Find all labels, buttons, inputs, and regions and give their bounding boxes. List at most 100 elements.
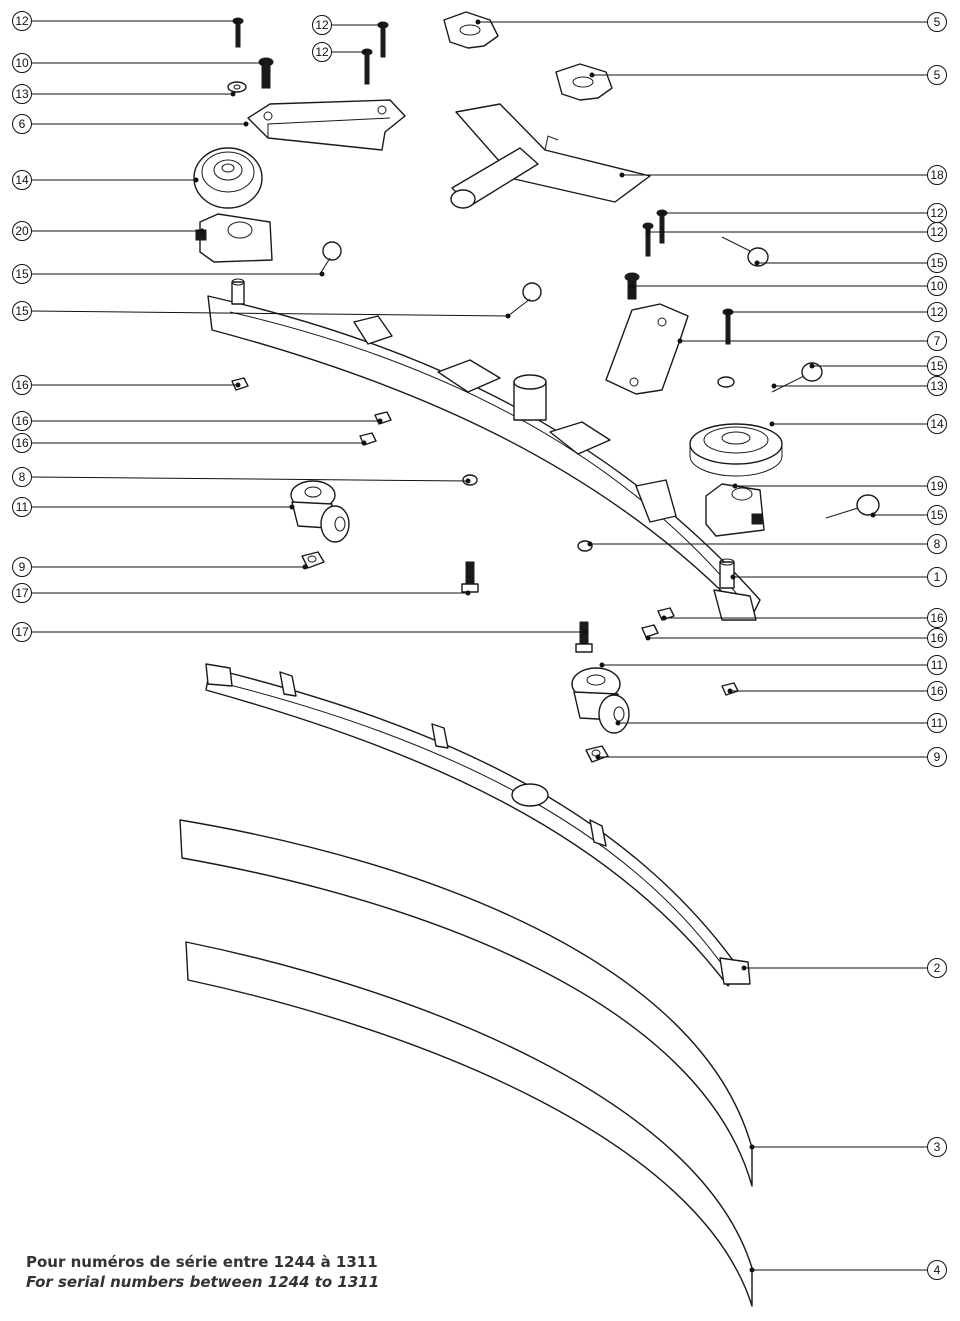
callout-leader-dot [741,965,747,971]
callout-8: 8 [12,467,471,487]
callout-20: 20 [12,221,205,241]
callout-leader-dot [361,440,367,446]
callout-circle [927,414,947,434]
callout-17: 17 [12,583,471,603]
callout-leader-dot [645,229,651,235]
callout-number: 15 [930,508,944,522]
blade-part-4 [185,941,753,1307]
callout-number: 9 [19,560,26,574]
callout-circle [12,170,32,190]
callout-circle [12,497,32,517]
callout-number: 16 [930,611,944,625]
callout-leader-dot [754,260,760,266]
callout-number: 16 [930,684,944,698]
callout-12: 12 [645,222,947,242]
callout-circle [12,53,32,73]
callout-circle [12,11,32,31]
callout-number: 15 [930,256,944,270]
callout-number: 13 [15,87,29,101]
callout-leader-line [31,310,509,317]
pin-part-15-e [825,494,880,519]
callout-number: 10 [930,279,944,293]
callout-18: 18 [619,165,947,185]
callout-leader-dot [193,177,199,183]
callout-11: 11 [599,655,947,675]
parts-illustration [179,11,880,1307]
caption-english: For serial numbers between 1244 to 1311 [26,1273,380,1291]
callout-number: 7 [934,334,941,348]
callout-4: 4 [749,1260,947,1280]
washer-part-13-right [717,376,735,388]
lower-frame-part-2 [205,663,751,987]
callout-leader-dot [465,590,471,596]
callout-circle [12,221,32,241]
wheel-part-14-right [689,423,783,477]
callout-circle [927,356,947,376]
knob-part-5-a [443,11,499,49]
callout-number: 4 [934,1263,941,1277]
callout-10: 10 [629,276,947,296]
callout-15: 15 [12,301,511,321]
callout-9: 9 [595,747,947,767]
callout-circle [12,467,32,487]
callout-leader-dot [302,564,308,570]
callout-circle [927,747,947,767]
callout-circle [12,622,32,642]
callout-number: 16 [15,378,29,392]
callout-16: 16 [645,628,947,648]
callout-5: 5 [589,65,947,85]
callout-circle [927,505,947,525]
clamp-block-part-20 [195,213,273,263]
callout-number: 3 [934,1140,941,1154]
callout-leader-dot [749,1267,755,1273]
callout-leader-dot [629,283,635,289]
callout-leader-dot [199,228,205,234]
callout-leader-dot [259,60,265,66]
callout-16: 16 [727,681,947,701]
callout-16: 16 [661,608,947,628]
callout-circle [927,713,947,733]
callout-circle [927,12,947,32]
bolt-part-12-e [642,222,654,257]
callout-number: 18 [930,168,944,182]
callout-15: 15 [809,356,947,376]
callout-19: 19 [732,476,947,496]
callout-number: 12 [930,206,944,220]
callout-leader-dot [771,383,777,389]
callout-10: 10 [12,53,265,73]
caption-french: Pour numéros de série entre 1244 à 1311 [26,1253,378,1271]
callout-leader-dot [589,72,595,78]
callout-circle [312,42,332,62]
callout-leader-dot [289,504,295,510]
callout-circle [12,583,32,603]
callout-leader-dot [615,720,621,726]
screw-part-10-right [624,272,640,300]
callout-number: 14 [15,173,29,187]
main-frame-part-1 [207,278,761,621]
callout-leader-dot [319,271,325,277]
callout-circle [927,681,947,701]
callout-leader-dot [725,309,731,315]
serial-number-caption: Pour numéros de série entre 1244 à 1311 … [26,1252,379,1292]
callout-number: 1 [934,570,941,584]
callout-16: 16 [12,375,241,395]
clamp-block-part-19 [705,483,765,537]
callout-circle [927,165,947,185]
callout-circle [12,84,32,104]
callout-circle [12,301,32,321]
callout-number: 2 [934,961,941,975]
callout-number: 8 [19,470,26,484]
callout-leader-dot [749,1144,755,1150]
callout-number: 17 [15,625,29,639]
callout-circle [927,376,947,396]
callout-circle [927,1260,947,1280]
wheel-part-14-left [193,147,263,209]
callout-leader-dot [377,418,383,424]
callout-number: 5 [934,15,941,29]
callout-leader-dot [769,421,775,427]
callout-leader-dot [727,688,733,694]
callout-leader-dot [619,172,625,178]
callout-13: 13 [12,84,236,104]
